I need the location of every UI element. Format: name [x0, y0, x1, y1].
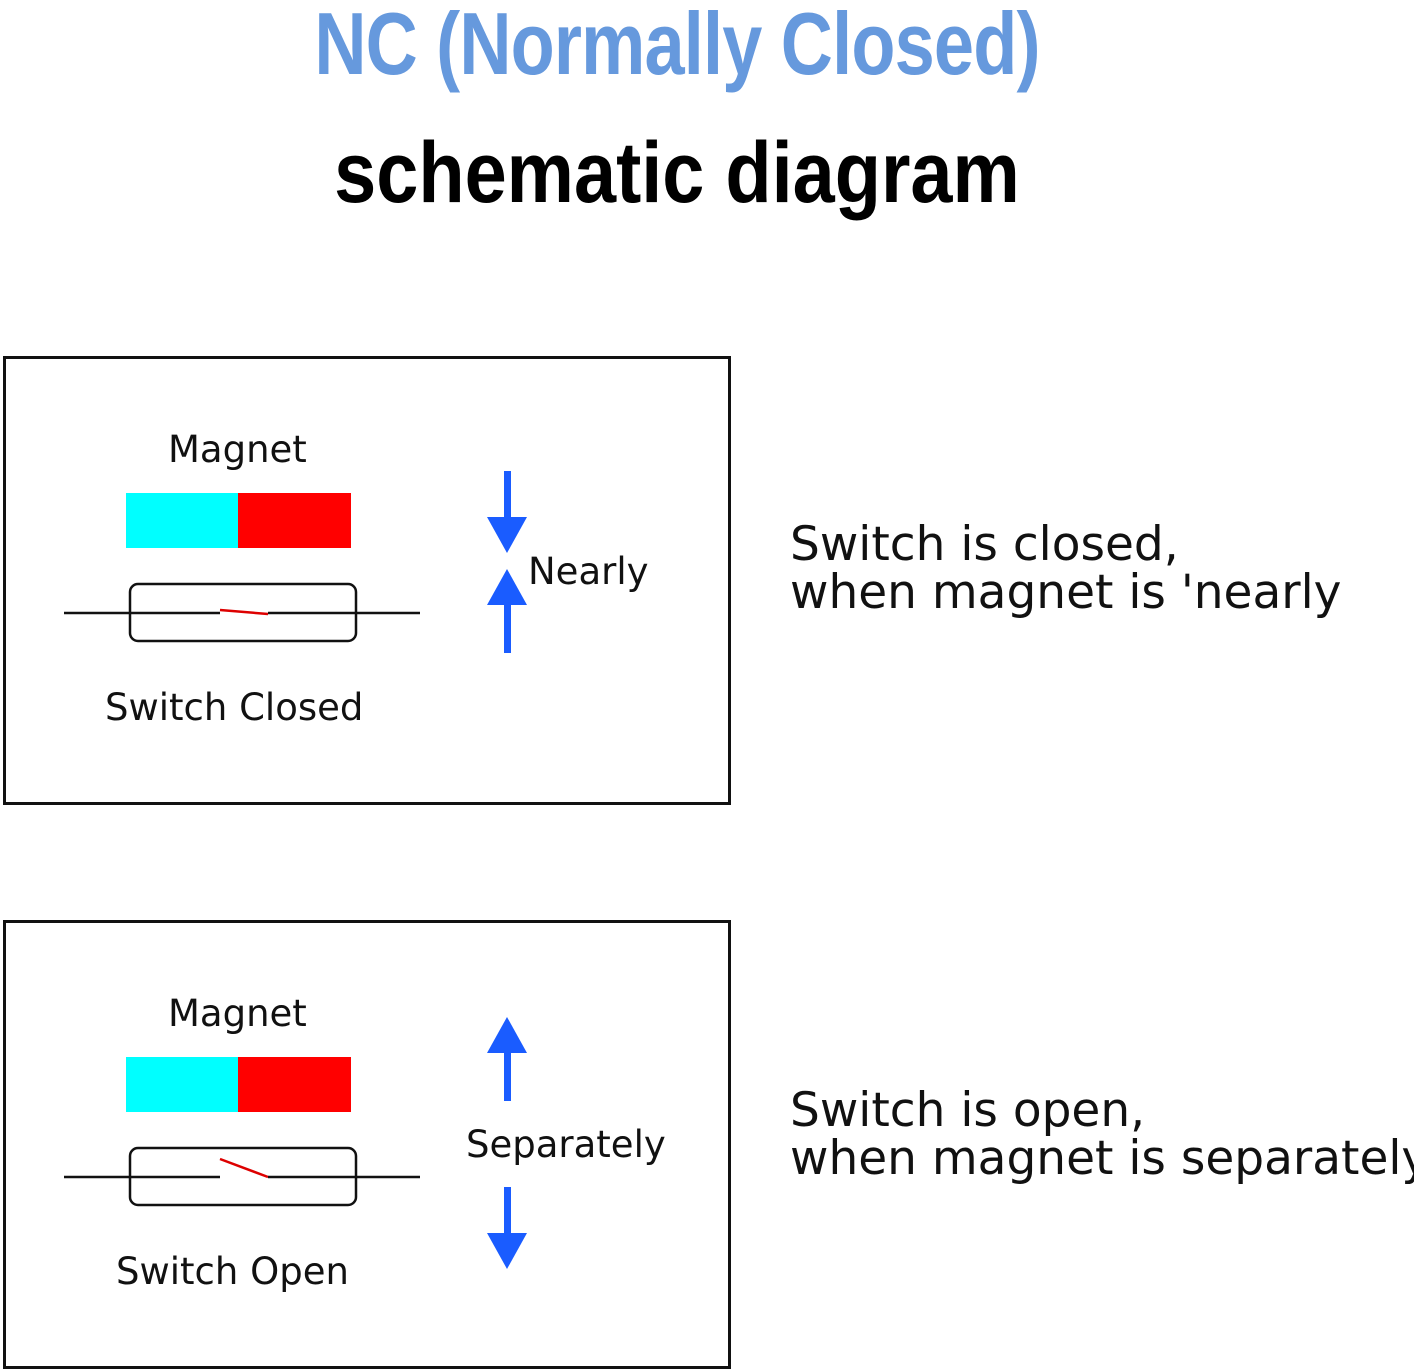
- arrow-down-icon: [487, 1187, 527, 1269]
- description-open: Switch is open, when magnet is separatel…: [790, 1087, 1414, 1183]
- reed-switch-open-icon: [64, 1146, 420, 1207]
- contact-closed: [219, 608, 269, 616]
- magnet-pole-red: [238, 1057, 351, 1112]
- description-line: Switch is open,: [790, 1083, 1146, 1138]
- arrow-up-icon: [487, 1017, 527, 1101]
- magnet-label: Magnet: [168, 992, 307, 1035]
- magnet-label: Magnet: [168, 428, 307, 471]
- switch-state-label: Switch Open: [116, 1250, 349, 1293]
- direction-label: Nearly: [528, 550, 649, 593]
- diagram-subtitle: schematic diagram: [334, 125, 1020, 221]
- panel-switch-closed: Magnet Switch Closed Nearly: [3, 356, 731, 805]
- description-line: when magnet is 'nearly: [790, 565, 1342, 620]
- reed-switch-closed-icon: [64, 582, 420, 643]
- direction-label: Separately: [466, 1123, 666, 1166]
- magnet-icon: [126, 1057, 351, 1112]
- description-line: Switch is closed,: [790, 517, 1179, 572]
- switch-state-label: Switch Closed: [105, 686, 364, 729]
- magnet-pole-red: [238, 493, 351, 548]
- arrow-down-icon: [487, 471, 527, 553]
- arrow-up-icon: [487, 569, 527, 653]
- panel-switch-open: Magnet Switch Open Separately: [3, 920, 731, 1369]
- contact-open: [219, 1157, 269, 1179]
- magnet-pole-cyan: [126, 1057, 238, 1112]
- description-line: when magnet is separately: [790, 1131, 1414, 1186]
- description-closed: Switch is closed, when magnet is 'nearly: [790, 521, 1341, 617]
- magnet-pole-cyan: [126, 493, 238, 548]
- magnet-icon: [126, 493, 351, 548]
- diagram-title: NC (Normally Closed): [314, 0, 1040, 93]
